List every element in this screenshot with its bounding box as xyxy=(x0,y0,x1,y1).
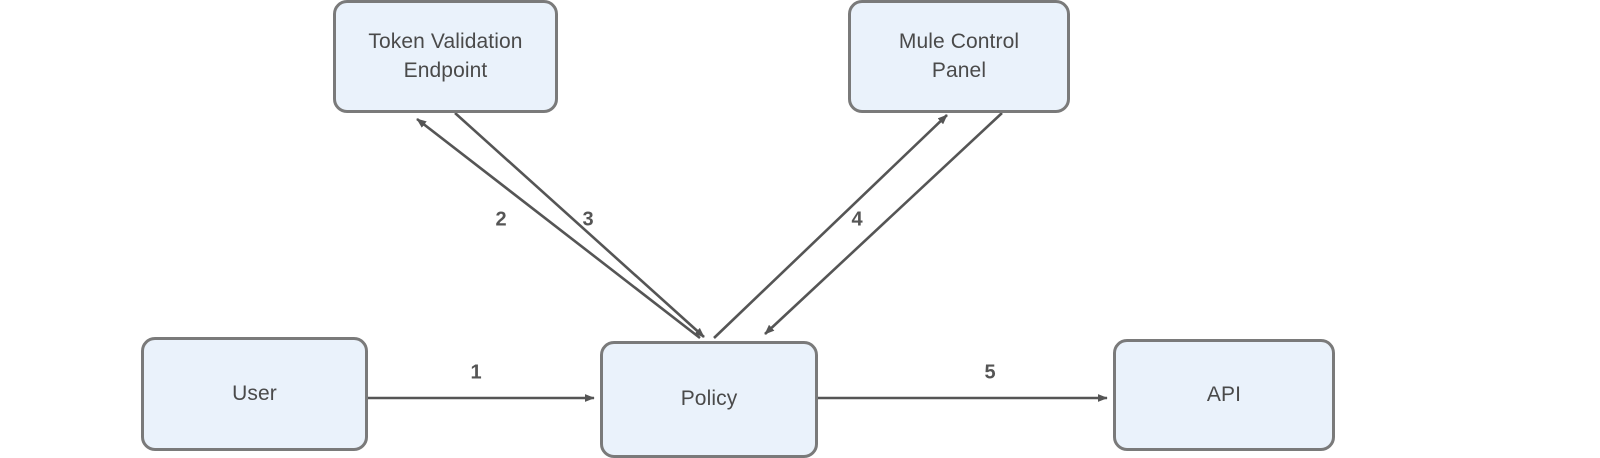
node-mule-control-panel[interactable]: Mule Control Panel xyxy=(848,0,1070,113)
node-label-token-validation-endpoint: Token Validation Endpoint xyxy=(368,30,523,82)
edge-label-5: 5 xyxy=(984,361,996,384)
node-label-user: User xyxy=(232,381,277,405)
node-api[interactable]: API xyxy=(1113,339,1335,451)
node-label-policy: Policy xyxy=(680,387,738,411)
edge-2-policy-to-token-validation-endpoint xyxy=(416,117,701,340)
edge-4-policy-to-mule-control-panel xyxy=(713,114,948,339)
edge-label-2: 2 xyxy=(495,208,507,231)
node-label-api: API xyxy=(1206,382,1242,406)
node-policy[interactable]: Policy xyxy=(600,341,818,458)
edge-label-1: 1 xyxy=(470,361,482,384)
node-user[interactable]: User xyxy=(141,337,368,451)
edge-label-3: 3 xyxy=(582,208,594,231)
edge-label-4: 4 xyxy=(851,208,863,231)
node-label-mule-control-panel: Mule Control Panel xyxy=(898,30,1020,82)
edge-4-return-mule-control-panel-to-policy xyxy=(764,112,1003,335)
edge-3-token-validation-endpoint-to-policy xyxy=(454,112,705,338)
node-token-validation-endpoint[interactable]: Token Validation Endpoint xyxy=(333,0,558,113)
